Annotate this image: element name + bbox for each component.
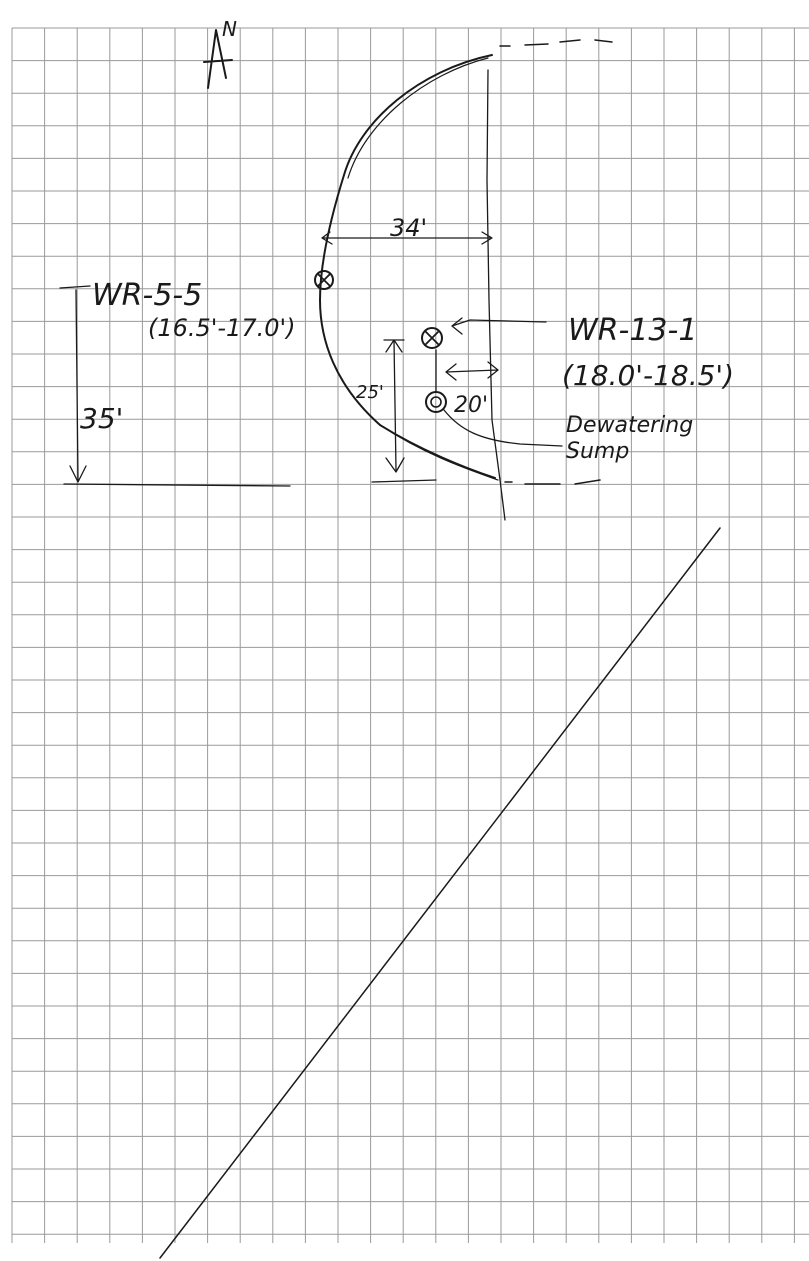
sample-label-wr55: WR-5-5 — [92, 278, 202, 313]
dimension-line-25 — [371, 339, 437, 483]
dimension-line-35 — [59, 285, 291, 487]
north-label: N — [222, 17, 237, 41]
dimension-line-34 — [321, 231, 493, 245]
dimension-label-25: 25' — [356, 382, 384, 403]
dimension-label-20: 20' — [454, 393, 488, 418]
excavation-boundary — [319, 54, 496, 479]
reference-line-vertical — [486, 69, 506, 521]
dimension-label-35: 35' — [80, 402, 123, 435]
north-arrow-icon — [203, 29, 233, 89]
sample-label-wr131: WR-13-1 — [568, 313, 697, 348]
dimension-label-34: 34' — [390, 214, 427, 242]
boundary-extension-bottom — [504, 479, 601, 485]
boundary-extension-top — [499, 39, 613, 47]
dimension-line-20 — [435, 349, 499, 393]
sample-depth-wr131: (18.0'-18.5') — [562, 359, 734, 392]
leader-sump — [443, 409, 563, 447]
diagonal-strike-line — [159, 527, 721, 1259]
sample-marker-wr131-icon — [421, 327, 443, 349]
sample-depth-wr55: (16.5'-17.0') — [148, 314, 295, 342]
sump-label-line1: Dewatering — [566, 413, 693, 438]
dewatering-sump-icon — [425, 391, 447, 413]
sump-label-line2: Sump — [566, 439, 629, 464]
leader-wr131 — [451, 317, 547, 335]
graph-paper-grid — [11, 27, 809, 1243]
sample-marker-wr55-icon — [314, 270, 334, 290]
